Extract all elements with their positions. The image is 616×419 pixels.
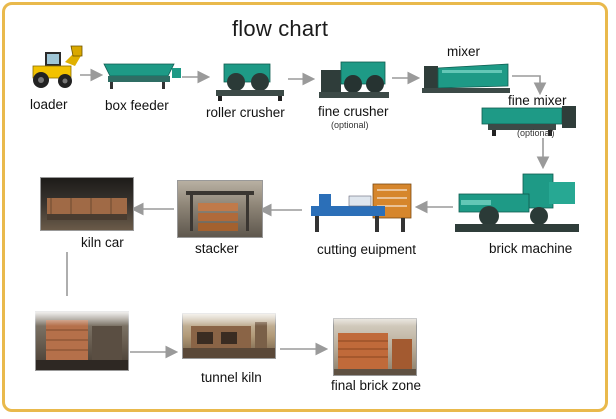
tunnel-kiln-label: tunnel kiln [201,370,262,385]
brick-machine-illustration [455,173,579,232]
final-brick-zone-photo [333,318,417,376]
stacker-photo [177,180,263,238]
loader-illustration [32,45,83,88]
fine-mixer-label: fine mixer [508,93,567,108]
diagram-title: flow chart [232,16,329,41]
final-brick-zone-label: final brick zone [331,378,422,393]
box-feeder-illustration [103,63,181,89]
mixer-illustration [422,63,510,93]
roller-crusher-label: roller crusher [206,105,285,120]
loader-label: loader [30,97,68,112]
roller-crusher-illustration [216,63,284,101]
fine-crusher-illustration [319,61,389,98]
fine-crusher-label: fine crusher [318,104,389,119]
box-feeder-label: box feeder [105,98,169,113]
kiln-car-photo [40,177,134,231]
fine-crusher-optional-note: (optional) [331,120,369,130]
cutting-equipment-illustration [311,183,412,232]
fine-mixer-illustration [481,106,576,136]
cutting-equipment-label: cutting euipment [317,242,417,257]
arrow-mixer-to-fine-mixer [512,75,547,96]
kiln-car-label: kiln car [81,235,124,250]
brick-machine-label: brick machine [489,241,573,256]
stacker-label: stacker [195,241,239,256]
fine-mixer-optional-note: (optional) [517,128,555,138]
mixer-label: mixer [447,44,480,59]
faded-band [30,296,570,326]
